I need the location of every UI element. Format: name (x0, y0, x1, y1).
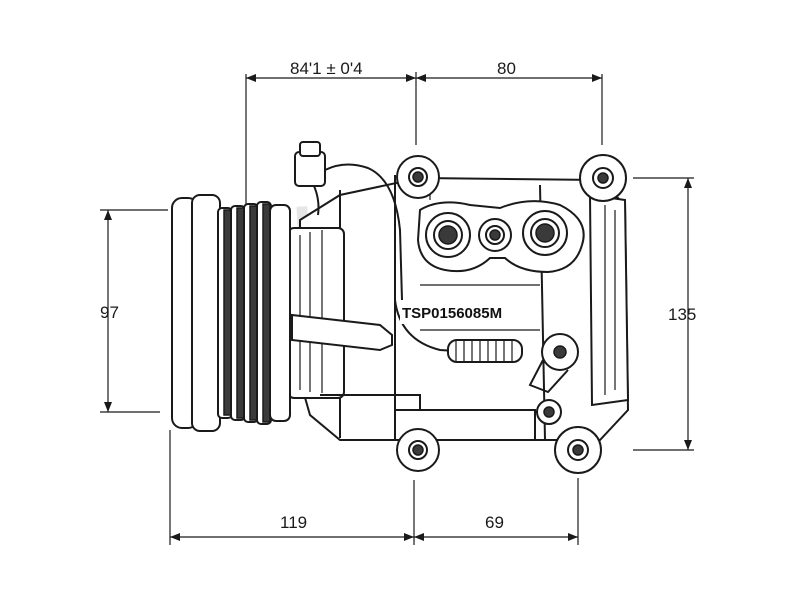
pulley-clutch (171, 194, 291, 432)
dimension-lines (100, 72, 694, 545)
wiring-harness (291, 141, 579, 394)
part-label-box (400, 300, 500, 324)
dim-left-height: 97 (100, 303, 119, 322)
dim-bottom-left: 119 (280, 513, 307, 532)
dim-top-right: 80 (497, 59, 516, 78)
refrigerant-ports (416, 200, 585, 274)
part-number-label: TSP0156085M (402, 305, 502, 322)
dim-right-height: 135 (668, 305, 696, 324)
dim-top-left: 84'1 ± 0'4 (290, 59, 363, 78)
dim-bottom-right: 69 (485, 513, 504, 532)
mounting-lugs (396, 154, 627, 474)
